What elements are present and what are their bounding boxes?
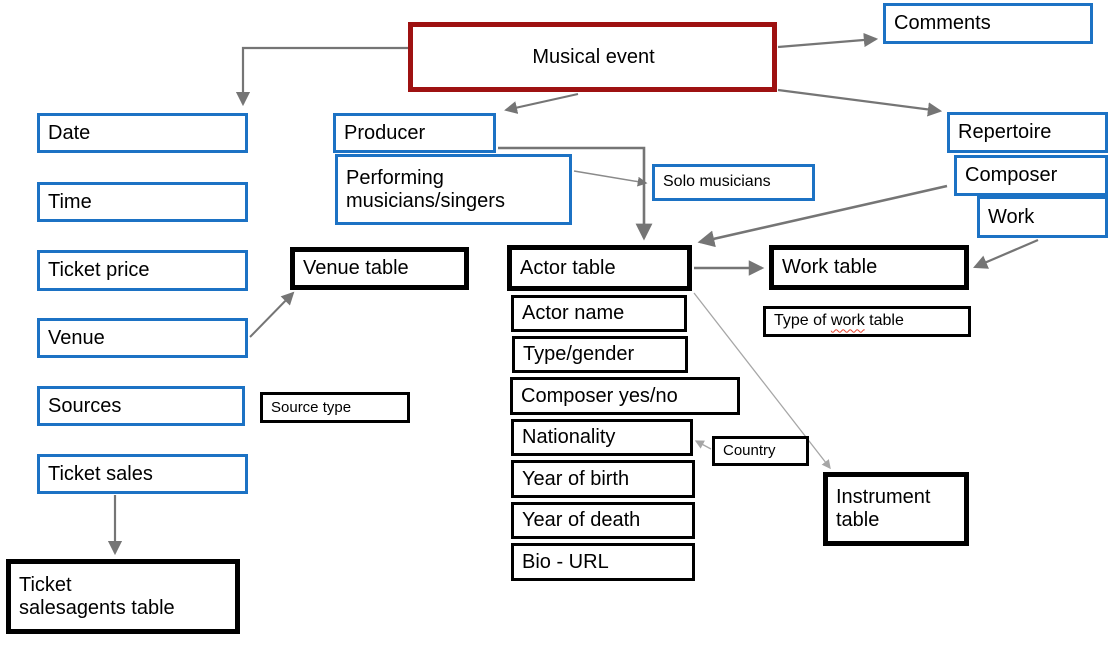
node-type-gender: Type/gender	[512, 336, 688, 373]
node-time: Time	[37, 182, 248, 222]
node-ticket-salesagents-table: Ticket salesagents table	[6, 559, 240, 634]
node-comments: Comments	[883, 3, 1093, 44]
node-venue-table: Venue table	[290, 247, 469, 290]
arrow-work-to-work-table	[973, 238, 1039, 269]
node-performing-musicians: Performing musicians/singers	[335, 154, 572, 225]
node-producer: Producer	[333, 113, 496, 153]
type-of-work-text-pre: Type of	[774, 312, 831, 330]
node-source-type: Source type	[260, 392, 410, 423]
arrow-venue-to-venue-table	[249, 291, 295, 338]
arrow-musical-event-to-producer	[504, 93, 579, 114]
node-date: Date	[37, 113, 248, 153]
node-work-table: Work table	[769, 245, 969, 290]
arrow-musical-event-to-repertoire	[777, 88, 943, 117]
arrow-musical-event-to-comments	[777, 32, 879, 49]
node-instrument-table: Instrument table	[823, 472, 969, 546]
node-composer: Composer	[954, 155, 1108, 196]
node-sources: Sources	[37, 386, 245, 426]
node-ticket-price: Ticket price	[37, 250, 248, 291]
node-musical-event: Musical event	[408, 22, 777, 92]
arrow-musical-event-to-date	[235, 46, 408, 107]
arrow-country-to-nationality	[694, 440, 712, 450]
node-solo-musicians: Solo musicians	[652, 164, 815, 201]
node-type-of-work-table: Type of work table	[763, 306, 971, 337]
node-ticket-sales: Ticket sales	[37, 454, 248, 494]
node-nationality: Nationality	[511, 419, 693, 456]
type-of-work-text-post: table	[864, 312, 904, 330]
node-bio-url: Bio - URL	[511, 543, 695, 581]
node-work: Work	[977, 196, 1108, 238]
node-actor-name: Actor name	[511, 295, 687, 332]
node-year-of-death: Year of death	[511, 502, 695, 539]
node-country: Country	[712, 436, 809, 466]
type-of-work-misspelled-word: work	[830, 312, 865, 330]
arrow-performing-musicians-to-solo-musicians	[573, 170, 648, 187]
node-venue: Venue	[37, 318, 248, 358]
node-year-of-birth: Year of birth	[511, 460, 695, 498]
node-actor-table: Actor table	[507, 245, 692, 291]
node-composer-yes-no: Composer yes/no	[510, 377, 740, 415]
node-repertoire: Repertoire	[947, 112, 1108, 153]
